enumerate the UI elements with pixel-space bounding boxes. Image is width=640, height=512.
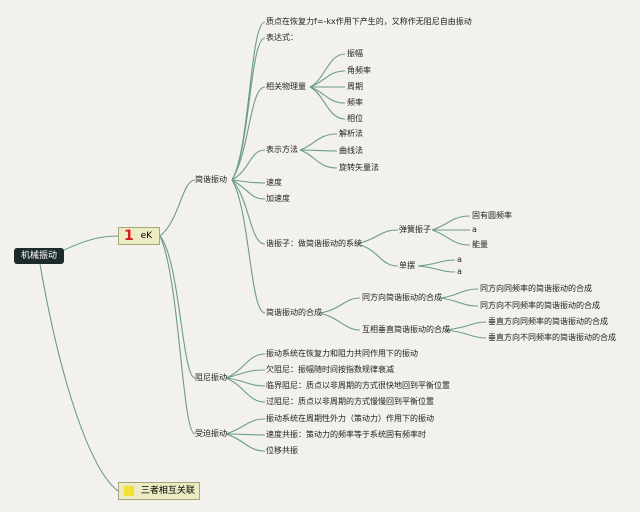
- perp-item: 垂直方向同频率的简谐振动的合成: [488, 317, 608, 326]
- forced-item: 振动系统在周期性外力（策动力）作用下的振动: [266, 414, 434, 423]
- spring-item: 能量: [472, 240, 488, 249]
- representation: 表示方法: [266, 145, 298, 154]
- damped-item: 过阻尼：质点以非周期的方式慢慢回到平衡位置: [266, 397, 434, 406]
- rep-item: 解析法: [339, 129, 363, 138]
- same-dir-item: 同方向同频率的简谐振动的合成: [480, 284, 592, 293]
- pendulum-item: a: [457, 255, 462, 264]
- pendulum-item: a: [457, 267, 462, 276]
- pq-item: 相位: [347, 114, 363, 123]
- hub-number: 1: [124, 228, 134, 244]
- perp-item: 垂直方向不同频率的简谐振动的合成: [488, 333, 616, 342]
- pendulum: 单摆: [399, 261, 415, 270]
- forced-item: 位移共振: [266, 446, 298, 455]
- branch-shm: 简谐振动: [195, 175, 227, 184]
- spring-oscillator: 弹簧振子: [399, 225, 431, 234]
- same-dir-item: 同方向不同频率的简谐振动的合成: [480, 301, 600, 310]
- forced-item: 速度共振：策动力的频率等于系统固有频率时: [266, 430, 426, 439]
- rep-item: 曲线法: [339, 146, 363, 155]
- pq-item: 角频率: [347, 66, 371, 75]
- damped-item: 临界阻尼：质点以非周期的方式很快地回到平衡位置: [266, 381, 450, 390]
- acceleration: 加速度: [266, 194, 290, 203]
- rep-item: 旋转矢量法: [339, 163, 379, 172]
- composition: 简谐振动的合成: [266, 308, 322, 317]
- root-node: 机械振动: [14, 248, 64, 264]
- pq-item: 振幅: [347, 49, 363, 58]
- damped-item: 欠阻尼：振幅随时间按指数规律衰减: [266, 365, 394, 374]
- shm-definition: 质点在恢复力f=-kx作用下产生的，又称作无阻尼自由振动: [266, 17, 472, 26]
- yellow-square-icon: [124, 486, 134, 496]
- oscillator: 谐振子：做简谐振动的系统: [266, 239, 362, 248]
- perpendicular-composition: 互相垂直简谐振动的合成: [362, 325, 450, 334]
- branch-forced: 受迫振动: [195, 429, 227, 438]
- hub-label: eK: [140, 231, 153, 241]
- branch-damped: 阻尼振动: [195, 373, 227, 382]
- relation-label: 三者相互关联: [140, 486, 195, 496]
- spring-item: a: [472, 225, 477, 234]
- pq-item: 频率: [347, 98, 363, 107]
- hub-node: 1 eK: [118, 227, 160, 245]
- spring-item: 固有圆频率: [472, 211, 512, 220]
- physical-quantities: 相关物理量: [266, 82, 306, 91]
- pq-item: 周期: [347, 82, 363, 91]
- relation-node: 三者相互关联: [118, 482, 200, 500]
- velocity: 速度: [266, 178, 282, 187]
- damped-item: 振动系统在恢复力和阻力共同作用下的振动: [266, 349, 418, 358]
- shm-expression: 表达式：: [266, 33, 298, 42]
- same-direction-composition: 同方向简谐振动的合成: [362, 293, 442, 302]
